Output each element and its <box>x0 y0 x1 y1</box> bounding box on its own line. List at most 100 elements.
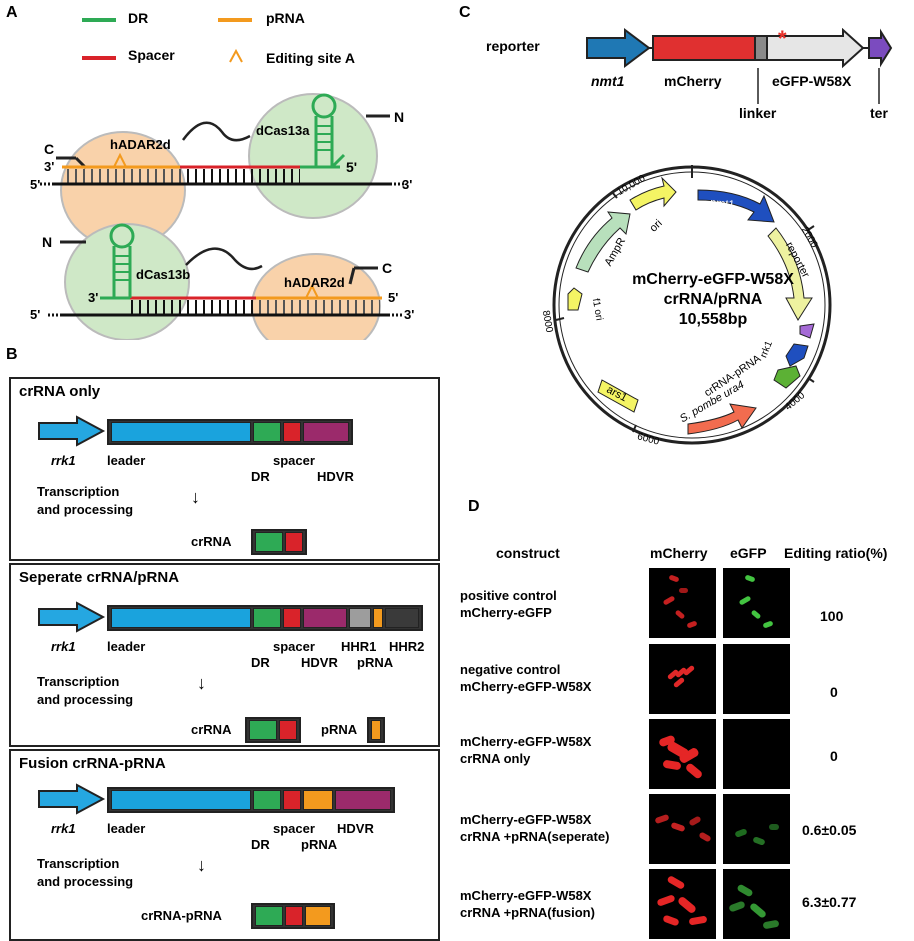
box1-dr-seg <box>253 422 281 442</box>
row5-line2: crRNA +pRNA(fusion) <box>460 905 595 920</box>
legend-dr-label: DR <box>128 10 149 26</box>
panel-a-letter: A <box>6 4 18 21</box>
ter-pointer <box>878 68 880 104</box>
panel-b-letter: B <box>6 346 18 363</box>
top-rna-3: 3' <box>44 159 55 174</box>
box3-leader-seg <box>111 790 251 810</box>
row2-ratio: 0 <box>830 684 838 700</box>
row1-line2: mCherry-eGFP <box>460 605 552 620</box>
box1-product: crRNA <box>191 534 232 549</box>
box1-product-dr <box>255 532 283 552</box>
box2-prna: pRNA <box>357 655 394 670</box>
header-ratio: Editing ratio(%) <box>784 545 888 561</box>
bottom-cas-label: dCas13b <box>136 267 191 282</box>
top-rna-5: 5' <box>346 159 358 175</box>
bottom-c-term: C <box>382 260 393 276</box>
bottom-rna-3: 3' <box>88 290 99 305</box>
top-dna-5: 5' <box>30 177 41 192</box>
box1-hdvr-seg <box>303 422 349 442</box>
box2-dr-seg <box>253 608 281 628</box>
legend-prna-label: pRNA <box>266 10 305 26</box>
legend-spacer-label: Spacer <box>128 47 175 63</box>
plasmid-map <box>552 165 832 445</box>
legend-editing-label: Editing site A <box>266 50 355 66</box>
box1-leader-seg <box>111 422 251 442</box>
box2-promoter: rrk1 <box>51 639 76 654</box>
box2-prna-seg <box>373 608 383 628</box>
row2-egfp-image <box>723 644 790 714</box>
box2-hdvr: HDVR <box>301 655 338 670</box>
linker-label: linker <box>739 105 777 121</box>
reporter-construct <box>586 28 893 69</box>
header-construct: construct <box>496 545 560 561</box>
feature-nmt1: nmt1 <box>709 196 736 212</box>
box2-product2-prna <box>371 720 381 740</box>
row2-line2: mCherry-eGFP-W58X <box>460 679 592 694</box>
plasmid-size: 10,558bp <box>678 311 748 328</box>
box2-leader-seg <box>111 608 251 628</box>
box1-leader: leader <box>107 453 146 468</box>
box2-product2: pRNA <box>321 722 358 737</box>
box1-promoter-arrow <box>38 415 106 447</box>
row5-line1: mCherry-eGFP-W58X <box>460 888 592 903</box>
box3-hdvr-seg <box>335 790 391 810</box>
box2-product1: crRNA <box>191 722 232 737</box>
panel-d-letter: D <box>468 498 480 515</box>
editing-site-icon <box>229 48 243 63</box>
box1-dr: DR <box>251 469 270 484</box>
row4-ratio: 0.6±0.05 <box>802 822 857 838</box>
reporter-label: reporter <box>486 38 540 54</box>
box3-prna: pRNA <box>301 837 338 852</box>
box1-title: crRNA only <box>19 383 101 400</box>
box2-hhr1-seg <box>349 608 371 628</box>
box2-product1-spacer <box>279 720 297 740</box>
box1-spacer: spacer <box>273 453 315 468</box>
box2-title: Seperate crRNA/pRNA <box>19 569 180 586</box>
row1-mcherry-image <box>649 568 716 638</box>
top-c-term: C <box>44 141 55 157</box>
box3-spacer: spacer <box>273 821 315 836</box>
row3-line1: mCherry-eGFP-W58X <box>460 734 592 749</box>
linker-pointer <box>757 68 759 104</box>
box3-dr-seg <box>253 790 281 810</box>
bottom-adar-label: hADAR2d <box>284 275 345 290</box>
header-egfp: eGFP <box>730 545 767 561</box>
box2-hdvr-seg <box>303 608 347 628</box>
box1-promoter: rrk1 <box>51 453 76 468</box>
legend-dr-swatch <box>82 18 116 22</box>
box-crrna-only: crRNA only rrk1 leader spacer DR HDVR Tr… <box>9 377 440 561</box>
row4-egfp-image <box>723 794 790 864</box>
row5-ratio: 6.3±0.77 <box>802 894 857 910</box>
row3-mcherry-image <box>649 719 716 789</box>
box3-promoter-arrow <box>38 783 106 815</box>
box3-promoter: rrk1 <box>51 821 76 836</box>
bottom-rna-5: 5' <box>388 290 399 305</box>
box3-product-prna <box>305 906 331 926</box>
box1-spacer-seg <box>283 422 301 442</box>
plasmid-name-1: mCherry-eGFP-W58X <box>632 271 794 288</box>
nmt1-label: nmt1 <box>591 73 625 89</box>
box2-spacer: spacer <box>273 639 315 654</box>
box3-leader: leader <box>107 821 146 836</box>
row1-egfp-image <box>723 568 790 638</box>
row4-mcherry-image <box>649 794 716 864</box>
box2-dr: DR <box>251 655 270 670</box>
box3-title: Fusion crRNA-pRNA <box>19 755 166 772</box>
box-seperate: Seperate crRNA/pRNA rrk1 leader spacer H… <box>9 563 440 747</box>
top-cas-label: dCas13a <box>256 123 310 138</box>
egfp-label: eGFP-W58X <box>772 73 852 89</box>
top-n-term: N <box>394 109 405 125</box>
box3-product-spacer <box>285 906 303 926</box>
row5-egfp-image <box>723 869 790 939</box>
box3-process: Transcription and processing <box>37 856 134 889</box>
box3-down-arrow: ↓ <box>197 855 206 875</box>
box3-hdvr: HDVR <box>337 821 374 836</box>
box2-leader: leader <box>107 639 146 654</box>
box2-product1-dr <box>249 720 277 740</box>
plasmid-name-2: crRNA/pRNA <box>663 291 763 308</box>
box2-down-arrow: ↓ <box>197 673 206 693</box>
row3-line2: crRNA only <box>460 751 531 766</box>
row3-ratio: 0 <box>830 748 838 764</box>
box2-hhr2-seg <box>385 608 419 628</box>
box1-product-spacer <box>285 532 303 552</box>
